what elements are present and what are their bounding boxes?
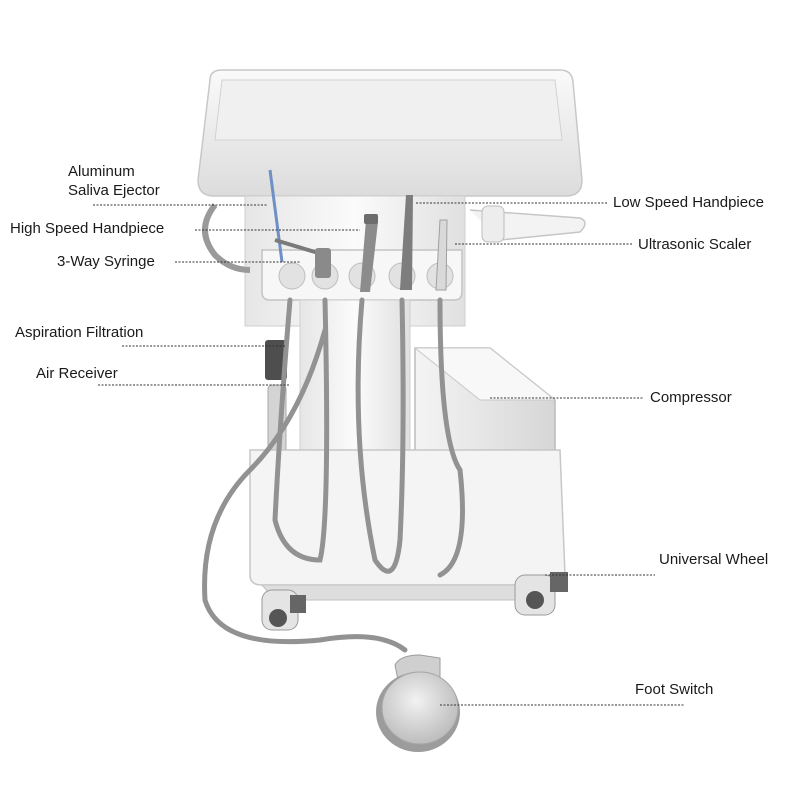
label-universal-wheel: Universal Wheel bbox=[659, 551, 769, 568]
instrument-tray bbox=[197, 69, 583, 197]
label-air-receiver: Air Receiver bbox=[36, 365, 118, 382]
leader-lines bbox=[93, 202, 685, 706]
label-saliva-ejector: Saliva Ejector bbox=[68, 182, 160, 199]
label-foot-switch: Foot Switch bbox=[635, 681, 714, 698]
label-3-way-syringe: 3-Way Syringe bbox=[57, 253, 155, 270]
cart-base bbox=[249, 449, 566, 601]
wheel-front-left bbox=[261, 589, 306, 631]
label-aluminum: Aluminum bbox=[68, 163, 135, 180]
foot-switch-pedal bbox=[376, 654, 460, 752]
label-aspiration-filtration: Aspiration Filtration bbox=[15, 324, 144, 341]
wheel-front-right bbox=[514, 572, 568, 616]
label-compressor: Compressor bbox=[650, 389, 732, 406]
label-ultrasonic-scaler: Ultrasonic Scaler bbox=[638, 236, 752, 253]
instruments bbox=[268, 169, 448, 292]
label-low-speed-handpiece: Low Speed Handpiece bbox=[613, 194, 764, 211]
hoses bbox=[202, 297, 465, 653]
wheels bbox=[261, 572, 568, 631]
label-high-speed-handpiece: High Speed Handpiece bbox=[10, 220, 165, 237]
